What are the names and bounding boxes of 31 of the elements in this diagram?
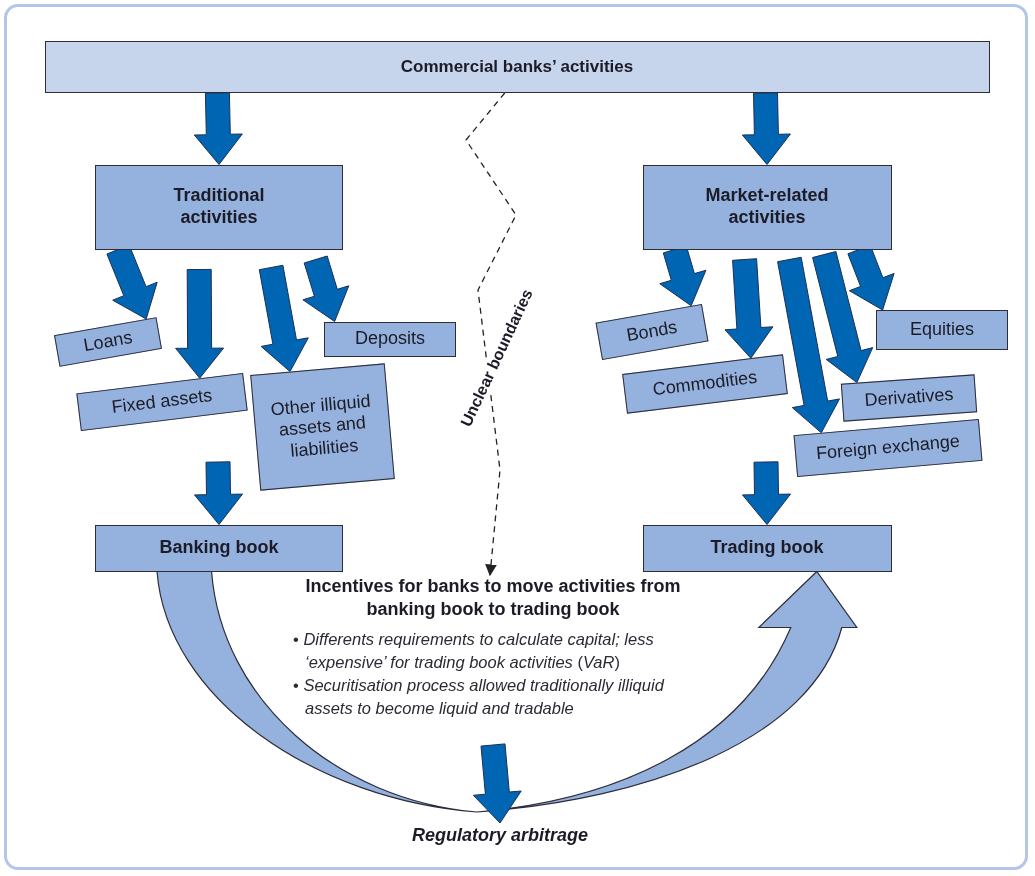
- block-arrow: [812, 251, 874, 384]
- item-box: Equities: [876, 310, 1008, 350]
- block-arrow: [472, 743, 522, 824]
- block-arrow: [741, 92, 791, 165]
- block-arrow: [742, 461, 791, 525]
- heading-text: Incentives for banks to move activities from banking book to trading book: [304, 575, 682, 622]
- block-arrow: [258, 264, 309, 373]
- item-box: Deposits: [324, 321, 456, 357]
- block-arrow: [175, 268, 225, 379]
- book-box: Trading book: [642, 524, 892, 572]
- item-box: Fixed assets: [76, 372, 248, 432]
- item-box: Commodities: [622, 354, 788, 414]
- category-box: Traditional activities: [95, 164, 343, 250]
- bullet-text: • Securitisation process allowed traditionally illiquid assets to become liquid and tradable: [293, 674, 666, 720]
- item-box: Bonds: [595, 303, 709, 361]
- header-band: Commercial banks’ activities: [44, 41, 990, 93]
- item-box: Other illiquid assets and liabilities: [249, 363, 395, 491]
- block-arrow: [193, 92, 243, 165]
- item-box: Derivatives: [840, 374, 978, 422]
- block-arrow: [777, 256, 840, 434]
- block-arrow: [194, 461, 243, 525]
- category-box: Market-related activities: [642, 164, 892, 250]
- dashed-arrow: [465, 92, 517, 577]
- bullet-text: • Differents requirements to calculate capital; less ‘expensive’ for trading book activities (VaR): [293, 628, 655, 673]
- caption-text: Regulatory arbitrage: [385, 823, 615, 849]
- block-arrow: [302, 255, 350, 322]
- item-box: Loans: [54, 317, 162, 367]
- book-box: Banking book: [95, 524, 343, 572]
- block-arrow: [724, 258, 774, 359]
- item-box: Foreign exchange: [793, 418, 983, 478]
- curved-arrow: [156, 570, 858, 813]
